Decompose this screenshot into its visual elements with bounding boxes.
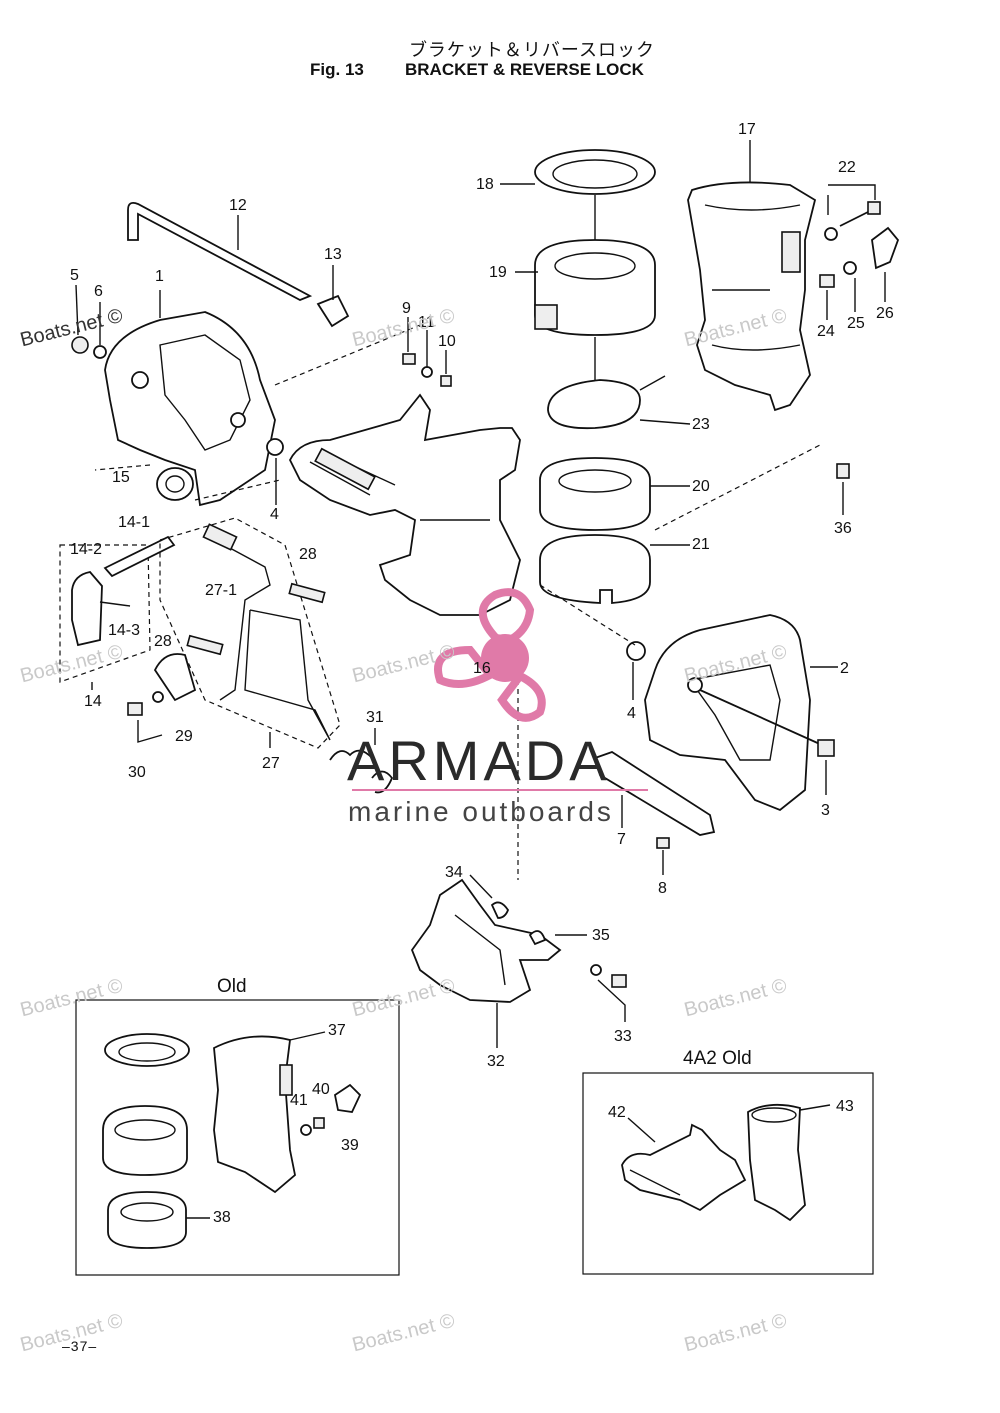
stopper-spring-part [469, 874, 587, 946]
4a2-old-parts-drawing [621, 1103, 831, 1222]
split-ring-part [539, 534, 690, 604]
callout-30: 30 [128, 764, 146, 781]
washer-part [626, 641, 646, 661]
callout-5: 5 [70, 267, 79, 284]
callout-33: 33 [614, 1028, 632, 1045]
swivel-bracket-part [288, 393, 521, 616]
callout-41: 41 [290, 1092, 308, 1109]
callout-36: 36 [834, 520, 852, 537]
pin-part [186, 634, 224, 656]
callout-19: 19 [489, 264, 507, 281]
callout-4: 4 [270, 506, 279, 523]
callout-2: 2 [840, 660, 849, 677]
reverse-lock-assembly-part [59, 535, 176, 690]
callout-21: 21 [692, 536, 710, 553]
callout-7: 7 [617, 831, 626, 848]
lower-bushing-part [539, 457, 690, 531]
callout-10: 10 [438, 333, 456, 350]
callout-37: 37 [328, 1022, 346, 1039]
through-bolt-part [699, 689, 835, 795]
callout-4b: 4 [627, 705, 636, 722]
callout-26: 26 [876, 305, 894, 322]
upper-bushing-part [515, 239, 656, 336]
callout-3: 3 [821, 802, 830, 819]
callout-34: 34 [445, 864, 463, 881]
callout-35: 35 [592, 927, 610, 944]
figure-number: Fig. 13 [310, 60, 364, 79]
reverse-lock-lever-part [159, 517, 341, 749]
4a2-old-box-title: 4A2 Old [683, 1048, 752, 1069]
old-version-box [75, 999, 400, 1276]
plate-screw-part [656, 837, 670, 875]
callout-9: 9 [402, 300, 411, 317]
callout-15: 15 [112, 469, 130, 486]
callout-25: 25 [847, 315, 865, 332]
callout-16: 16 [473, 660, 491, 677]
callout-14-3: 14-3 [108, 622, 141, 639]
callout-17: 17 [738, 121, 756, 138]
callout-20: 20 [692, 478, 710, 495]
bolt-washer-part [71, 284, 107, 359]
callout-38: 38 [213, 1209, 231, 1226]
callout-42: 42 [608, 1104, 626, 1121]
callout-11: 11 [418, 314, 435, 331]
callout-12: 12 [229, 197, 247, 214]
old-box-title: Old [217, 976, 247, 997]
stopper-screw-part [590, 964, 627, 1022]
cam-screw-part [127, 691, 164, 743]
reinforcement-plate-part [593, 751, 716, 836]
tilt-stopper-part [410, 878, 562, 1048]
callout-8: 8 [658, 880, 667, 897]
callout-14-1: 14-1 [118, 514, 151, 531]
screw-part [316, 265, 350, 328]
small-screw-set-part [402, 317, 452, 387]
lock-spring-part [329, 728, 394, 794]
thrust-ring-part [500, 149, 656, 195]
right-clamp-bracket-part [644, 614, 838, 812]
callout-6: 6 [94, 283, 103, 300]
callout-23: 23 [692, 416, 710, 433]
callout-40: 40 [312, 1081, 330, 1098]
callout-24: 24 [817, 323, 835, 340]
pin-part [288, 582, 326, 604]
callout-31: 31 [366, 709, 384, 726]
brand-tagline: marine outboards [348, 796, 614, 827]
armada-propeller-logo [434, 588, 546, 722]
callout-22: 22 [838, 159, 856, 176]
callout-14-2: 14-2 [70, 541, 103, 558]
callout-43: 43 [836, 1098, 854, 1115]
left-clamp-bracket-part [104, 290, 276, 507]
cam-part [153, 653, 197, 702]
callout-27-1: 27-1 [205, 582, 238, 599]
callout-32: 32 [487, 1053, 505, 1070]
thumb-screw-set-part [819, 226, 900, 320]
callout-1: 1 [155, 268, 164, 285]
callout-27: 27 [262, 755, 280, 772]
grease-nipple-part [836, 463, 850, 515]
old-parts-drawing [102, 1031, 362, 1249]
adjustment-knob-part [156, 467, 194, 501]
callout-13: 13 [324, 246, 342, 263]
page-number: –37– [62, 1338, 98, 1354]
callout-18: 18 [476, 176, 494, 193]
steering-housing-part [687, 140, 817, 412]
brand-watermark: ARMADA [347, 729, 611, 792]
bolt-part [824, 184, 881, 241]
callout-39: 39 [341, 1137, 359, 1154]
washer-part [266, 438, 284, 456]
figure-title: BRACKET & REVERSE LOCK [405, 60, 644, 79]
title-japanese: ブラケット＆リバースロック [408, 40, 656, 61]
callout-28: 28 [299, 546, 317, 563]
callout-28b: 28 [154, 633, 172, 650]
callout-14: 14 [84, 693, 102, 710]
tilt-rod-part [127, 201, 313, 301]
clamp-band-part [547, 375, 691, 430]
4a2-old-version-box [582, 1072, 874, 1275]
callout-29: 29 [175, 728, 193, 745]
